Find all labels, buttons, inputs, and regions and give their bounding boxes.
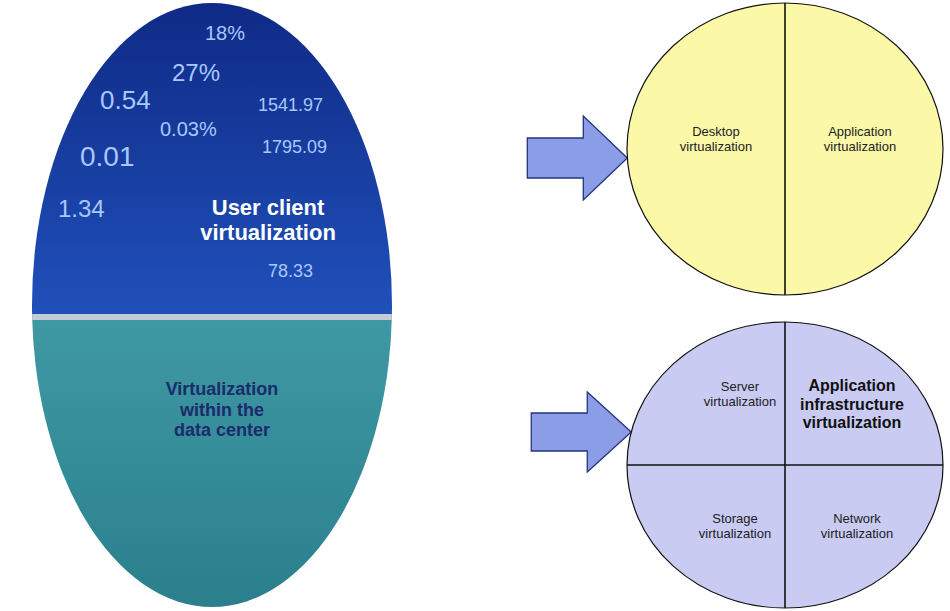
shape-border (627, 465, 785, 608)
node-outline (625, 320, 785, 465)
client-segment: Application virtualization (785, 1, 945, 297)
shape-border (627, 3, 785, 295)
divider-line (785, 464, 945, 465)
node-label: Storage virtualization (688, 512, 783, 542)
divider-line (785, 465, 786, 610)
node-label: Server virtualization (693, 380, 788, 410)
ticker-figure: 1795.09 (262, 138, 327, 158)
shape-border (627, 322, 785, 465)
node-label: User client virtualization (183, 195, 353, 246)
divider-line (785, 1, 786, 297)
divider-line (785, 465, 945, 466)
divider-band (30, 317, 394, 320)
client-segment: Desktop virtualization (625, 1, 785, 297)
block-arrow (531, 392, 631, 472)
shape-fill (32, 3, 392, 317)
block-arrow (527, 116, 627, 200)
shape-border (785, 322, 943, 465)
shape-fill (627, 322, 785, 465)
node-label: Network virtualization (810, 512, 905, 542)
shape-fill (627, 3, 785, 295)
datacenter-virtualization-half: Virtualization within the data center (30, 317, 394, 609)
node-label: Virtualization within the data center (162, 379, 282, 441)
datacenter-quadrant: Storage virtualization (625, 465, 785, 610)
divider-line (625, 465, 785, 466)
node-label: Desktop virtualization (669, 125, 764, 155)
node-label: Application infrastructure virtualizatio… (796, 377, 908, 432)
ticker-figure: 1541.97 (258, 96, 323, 116)
shape-fill (785, 465, 943, 608)
divider-line (784, 465, 785, 610)
datacenter-quadrant: Server virtualization (625, 320, 785, 465)
ticker-figure: 0.03% (160, 118, 217, 140)
ticker-figure: 0.54 (100, 86, 151, 115)
shape-fill (32, 317, 392, 607)
ticker-figure: 18% (205, 22, 245, 44)
divider-line (784, 320, 785, 465)
shape-border (785, 3, 943, 295)
shape-fill (785, 322, 943, 465)
shape-border (785, 465, 943, 608)
datacenter-quadrant: Application infrastructure virtualizatio… (785, 320, 945, 465)
divider-line (785, 320, 786, 465)
ticker-figure: 27% (172, 60, 220, 86)
node-label: Application virtualization (813, 125, 908, 155)
ticker-figure: 78.33 (268, 262, 313, 282)
node-outline (30, 317, 394, 609)
divider-line (784, 1, 785, 297)
divider-line (625, 464, 785, 465)
ticker-figure: 1.34 (58, 196, 105, 222)
shape-fill (627, 465, 785, 608)
datacenter-quadrant: Network virtualization (785, 465, 945, 610)
ticker-figure: 0.01 (80, 142, 135, 173)
shape-fill (785, 3, 943, 295)
